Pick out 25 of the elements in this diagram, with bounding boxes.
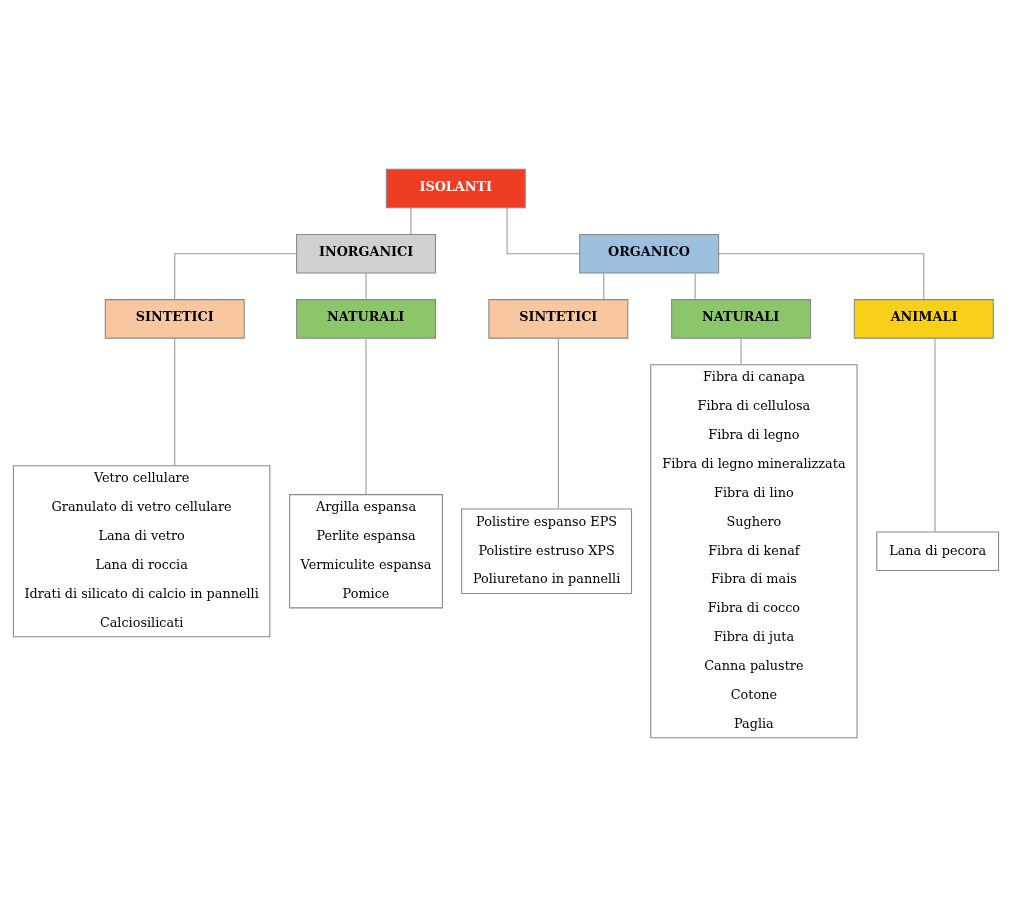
connector [717, 252, 924, 300]
connector [365, 272, 367, 300]
node-box: ANIMALI [853, 298, 994, 339]
node-box: Polistire espanso EPS Polistire estruso XPS Poliuretano in pannelli [460, 508, 632, 594]
connector [694, 272, 696, 300]
node-box: NATURALI [670, 298, 811, 339]
connector [740, 337, 742, 365]
node-box: NATURALI [295, 298, 436, 339]
node-box: INORGANICI [295, 233, 436, 273]
connector [933, 337, 936, 532]
node-box: Argilla espansa Perlite espansa Vermiculite espansa Pomice [288, 493, 443, 608]
node-box: Fibra di canapa Fibra di cellulosa Fibra di legno Fibra di legno mineralizzata Fibra di lino Sughero Fibra di kenaf Fibra di mais Fibra di cocco Fibra di juta Canna palustre Cotone Paglia [649, 363, 858, 738]
connector [602, 272, 604, 300]
node-box: ISOLANTI [385, 168, 526, 208]
node-box: Vetro cellulare Granulato di vetro cellulare Lana di vetro Lana di roccia Idrati di silicato di calcio in pannelli Calciosilicati [12, 464, 270, 637]
node-box: ORGANICO [578, 233, 719, 273]
connector [506, 207, 580, 254]
connector [173, 337, 175, 466]
node-box: SINTETICI [487, 298, 628, 339]
node-box: Lana di pecora [875, 531, 999, 571]
node-box: SINTETICI [104, 298, 245, 339]
connector [409, 207, 411, 235]
connector [173, 252, 297, 300]
connector [365, 337, 367, 495]
connector [557, 337, 559, 509]
